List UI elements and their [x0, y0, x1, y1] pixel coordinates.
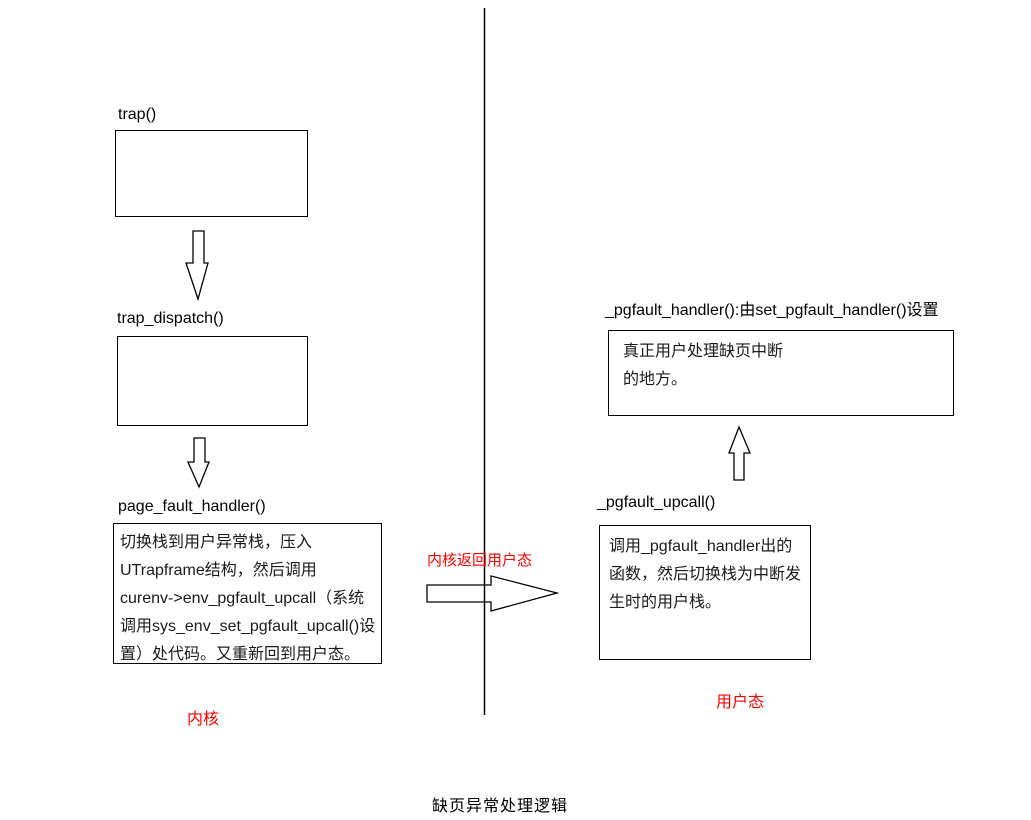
page-fault-handler-text-line: 切换栈到用户异常栈，压入 — [120, 534, 313, 551]
trap-dispatch-node-label: trap_dispatch() — [117, 310, 224, 327]
trap-node-box — [115, 130, 308, 217]
page-fault-handler-node-box: 切换栈到用户异常栈，压入 UTrapframe结构，然后调用 curenv->e… — [113, 523, 382, 664]
arrow-down-dispatch-to-pagefault-icon — [188, 438, 209, 487]
page-fault-handler-node-label: page_fault_handler() — [118, 498, 266, 515]
trap-node-label: trap() — [118, 106, 157, 123]
kernel-region-label: 内核 — [187, 711, 220, 728]
diagram-caption: 缺页异常处理逻辑 — [432, 798, 569, 815]
pgfault-upcall-text-line: 调用_pgfault_handler出的 — [609, 538, 793, 555]
trap-dispatch-node-box — [117, 336, 308, 426]
arrow-right-kernel-return-icon — [427, 576, 557, 611]
page-fault-handler-text-line: 调用sys_env_set_pgfault_upcall()设 — [120, 618, 376, 635]
page-fault-handler-text-line: curenv->env_pgfault_upcall（系统 — [120, 590, 365, 607]
arrow-down-trap-to-dispatch-icon — [186, 231, 208, 299]
pgfault-handler-text-line: 的地方。 — [623, 371, 688, 388]
pgfault-upcall-node-label: _pgfault_upcall() — [597, 494, 716, 511]
page-fault-handler-text-line: 置）处代码。又重新回到用户态。 — [120, 646, 361, 663]
pgfault-handler-text-line: 真正用户处理缺页中断 — [623, 343, 784, 360]
pgfault-upcall-node-box: 调用_pgfault_handler出的 函数，然后切换栈为中断发 生时的用户栈… — [599, 525, 811, 660]
pgfault-handler-node-label: _pgfault_handler():由set_pgfault_handler(… — [605, 302, 939, 319]
page-fault-handler-text-line: UTrapframe结构，然后调用 — [120, 562, 317, 579]
pgfault-upcall-text-line: 函数，然后切换栈为中断发 — [609, 566, 802, 583]
pgfault-handler-node-box: 真正用户处理缺页中断 的地方。 — [608, 330, 954, 416]
arrow-up-upcall-to-handler-icon — [729, 427, 750, 480]
kernel-return-user-transition-label: 内核返回用户态 — [427, 552, 533, 569]
pgfault-upcall-text-line: 生时的用户栈。 — [609, 594, 722, 611]
user-region-label: 用户态 — [716, 694, 765, 711]
